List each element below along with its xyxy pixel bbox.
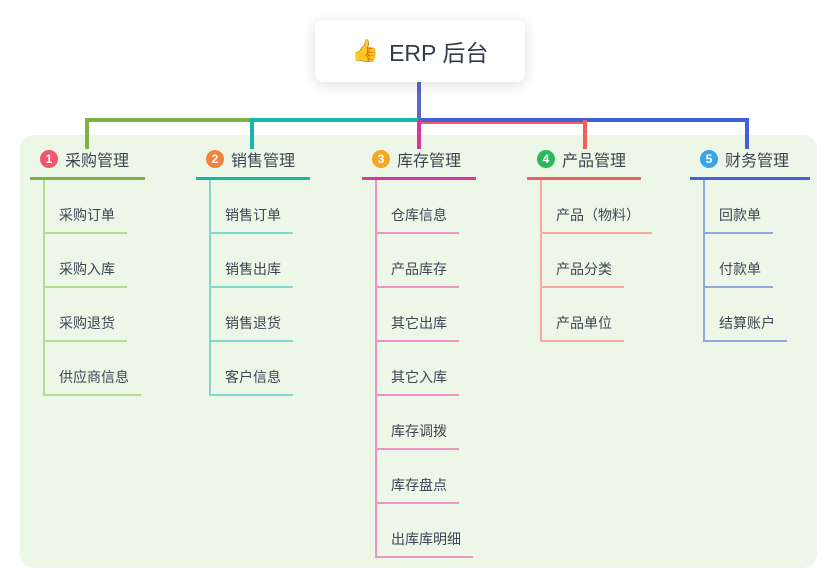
branch-3-child-1[interactable]: 仓库信息 xyxy=(377,205,459,234)
branch-3-child-2[interactable]: 产品库存 xyxy=(377,259,459,288)
branch-3: 3 库存管理 仓库信息产品库存其它出库其它入库库存调拨库存盘点出库库明细 xyxy=(362,148,476,558)
branch-4-number-badge: 4 xyxy=(537,150,555,168)
branch-4-head[interactable]: 4 产品管理 xyxy=(527,148,641,180)
child-row: 销售订单 xyxy=(211,180,310,234)
branch-4-label: 产品管理 xyxy=(562,153,627,170)
branches-panel xyxy=(20,135,817,568)
connector-branch-2-horizontal xyxy=(250,118,419,122)
connector-branch-2-drop xyxy=(250,118,254,149)
branch-3-number-badge: 3 xyxy=(372,150,390,168)
connector-branch-3-drop xyxy=(417,120,421,149)
branch-3-child-6[interactable]: 库存盘点 xyxy=(377,475,459,504)
branch-2-child-3[interactable]: 销售退货 xyxy=(211,313,293,342)
child-row: 出库库明细 xyxy=(377,504,476,558)
branch-1-child-4[interactable]: 供应商信息 xyxy=(45,367,141,396)
child-row: 销售出库 xyxy=(211,234,310,288)
branch-1-number-badge: 1 xyxy=(40,150,58,168)
branch-2: 2 销售管理 销售订单销售出库销售退货客户信息 xyxy=(196,148,310,396)
branch-3-child-3[interactable]: 其它出库 xyxy=(377,313,459,342)
branch-1: 1 采购管理 采购订单采购入库采购退货供应商信息 xyxy=(30,148,145,396)
root-title: ERP 后台 xyxy=(389,40,489,66)
child-row: 采购订单 xyxy=(45,180,145,234)
branch-5-child-1[interactable]: 回款单 xyxy=(705,205,773,234)
branch-3-children: 仓库信息产品库存其它出库其它入库库存调拨库存盘点出库库明细 xyxy=(375,180,476,558)
branch-1-children: 采购订单采购入库采购退货供应商信息 xyxy=(43,180,145,396)
branch-3-child-7[interactable]: 出库库明细 xyxy=(377,529,473,558)
branch-2-child-4[interactable]: 客户信息 xyxy=(211,367,293,396)
branch-2-child-2[interactable]: 销售出库 xyxy=(211,259,293,288)
branch-5-child-3[interactable]: 结算账户 xyxy=(705,313,787,342)
child-row: 采购退货 xyxy=(45,288,145,342)
child-row: 其它出库 xyxy=(377,288,476,342)
branch-3-head[interactable]: 3 库存管理 xyxy=(362,148,476,180)
branch-2-head[interactable]: 2 销售管理 xyxy=(196,148,310,180)
child-row: 产品分类 xyxy=(542,234,641,288)
branch-1-child-2[interactable]: 采购入库 xyxy=(45,259,127,288)
branch-4-child-2[interactable]: 产品分类 xyxy=(542,259,624,288)
child-row: 采购入库 xyxy=(45,234,145,288)
connector-branch-4-drop xyxy=(583,120,587,149)
branch-5-label: 财务管理 xyxy=(725,153,790,170)
branch-1-label: 采购管理 xyxy=(65,153,130,170)
connector-branch-5-drop xyxy=(745,118,749,149)
child-row: 结算账户 xyxy=(705,288,810,342)
branch-2-number-badge: 2 xyxy=(206,150,224,168)
child-row: 供应商信息 xyxy=(45,342,145,396)
branch-4-child-1[interactable]: 产品（物料） xyxy=(542,205,652,234)
branch-1-child-3[interactable]: 采购退货 xyxy=(45,313,127,342)
child-row: 产品单位 xyxy=(542,288,641,342)
branch-3-label: 库存管理 xyxy=(397,153,462,170)
child-row: 库存调拨 xyxy=(377,396,476,450)
child-row: 产品（物料） xyxy=(542,180,652,234)
branch-5-number-badge: 5 xyxy=(700,150,718,168)
branch-3-child-4[interactable]: 其它入库 xyxy=(377,367,459,396)
child-row: 客户信息 xyxy=(211,342,310,396)
branch-4-child-3[interactable]: 产品单位 xyxy=(542,313,624,342)
child-row: 产品库存 xyxy=(377,234,476,288)
child-row: 库存盘点 xyxy=(377,450,476,504)
branch-2-child-1[interactable]: 销售订单 xyxy=(211,205,293,234)
connector-root-vertical xyxy=(417,82,421,120)
branch-5: 5 财务管理 回款单付款单结算账户 xyxy=(690,148,810,342)
child-row: 仓库信息 xyxy=(377,180,476,234)
branch-4-children: 产品（物料） 产品分类产品单位 xyxy=(540,180,652,342)
root-node[interactable]: 👍 ERP 后台 xyxy=(315,20,525,82)
thumbs-up-icon: 👍 xyxy=(351,38,380,63)
branch-5-child-2[interactable]: 付款单 xyxy=(705,259,773,288)
connector-branch-1-drop xyxy=(85,118,89,149)
connector-branch-4-horizontal xyxy=(419,120,585,124)
branch-1-child-1[interactable]: 采购订单 xyxy=(45,205,127,234)
branch-4: 4 产品管理 产品（物料） 产品分类产品单位 xyxy=(527,148,652,342)
child-row: 付款单 xyxy=(705,234,810,288)
branch-2-label: 销售管理 xyxy=(231,153,296,170)
branch-1-head[interactable]: 1 采购管理 xyxy=(30,148,145,180)
child-row: 销售退货 xyxy=(211,288,310,342)
branch-5-head[interactable]: 5 财务管理 xyxy=(690,148,810,180)
branch-2-children: 销售订单销售出库销售退货客户信息 xyxy=(209,180,310,396)
child-row: 其它入库 xyxy=(377,342,476,396)
branch-3-child-5[interactable]: 库存调拨 xyxy=(377,421,459,450)
child-row: 回款单 xyxy=(705,180,810,234)
branch-5-children: 回款单付款单结算账户 xyxy=(703,180,810,342)
